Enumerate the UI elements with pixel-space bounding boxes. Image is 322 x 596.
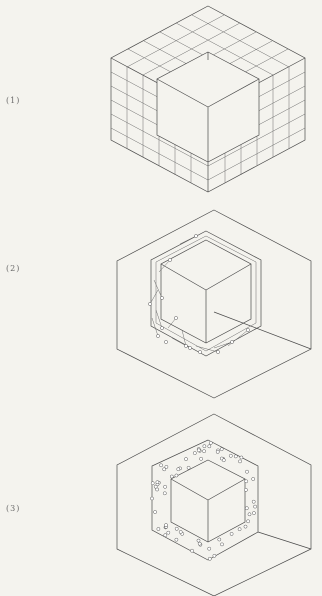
precipitate-particle xyxy=(157,527,160,530)
precipitate-particle xyxy=(203,450,206,453)
precipitate-particle xyxy=(164,524,167,527)
precipitate-particle xyxy=(252,500,255,503)
precipitate-particle xyxy=(238,460,241,463)
precipitate-particle xyxy=(208,445,211,448)
precipitate-particle xyxy=(197,449,200,452)
precipitate-particle xyxy=(230,532,233,535)
precipitate-particle xyxy=(167,531,170,534)
precipitate-particle xyxy=(175,474,178,477)
precipitate-particle xyxy=(244,525,247,528)
lattice-frame-cube-diagram xyxy=(0,0,322,200)
precipitate-particle xyxy=(218,538,221,541)
precipitate-particle xyxy=(216,450,219,453)
precipitate-particle xyxy=(154,485,157,488)
precipitate-particle xyxy=(151,482,154,485)
precipitate-particle xyxy=(240,456,243,459)
precipitate-particle xyxy=(244,488,247,491)
precipitate-particle xyxy=(184,458,187,461)
precipitate-particle xyxy=(175,538,178,541)
panel-1: (1) xyxy=(0,0,322,200)
precipitate-particle xyxy=(179,530,182,533)
precipitate-shell-cube-diagram xyxy=(0,400,322,596)
precipitate-particle xyxy=(187,466,190,469)
precipitate-particle xyxy=(165,465,168,468)
precipitate-particle xyxy=(252,477,255,480)
precipitate-particle xyxy=(245,507,248,510)
precipitate-particle xyxy=(150,497,153,500)
precipitate-particle xyxy=(213,554,216,557)
precipitate-particle xyxy=(245,470,248,473)
precipitate-particle xyxy=(177,468,180,471)
precipitate-particle xyxy=(170,475,173,478)
precipitate-particle xyxy=(164,534,167,537)
panel-3: (3) xyxy=(0,400,322,596)
dislocation-network-cube-diagram xyxy=(0,200,322,400)
precipitate-particle xyxy=(220,448,223,451)
panel-2: (2) xyxy=(0,200,322,400)
precipitate-particle xyxy=(198,542,201,545)
precipitate-particle xyxy=(175,527,178,530)
precipitate-particle xyxy=(190,549,193,552)
precipitate-particle xyxy=(222,459,225,462)
precipitate-particle xyxy=(200,457,203,460)
precipitate-particle xyxy=(164,485,167,488)
precipitate-particle xyxy=(229,454,232,457)
precipitate-particle xyxy=(220,543,223,546)
precipitate-particle xyxy=(248,513,251,516)
precipitate-particle xyxy=(247,520,250,523)
precipitate-particle xyxy=(208,547,211,550)
precipitate-particle xyxy=(234,455,237,458)
precipitate-particle xyxy=(254,505,257,508)
precipitate-particle xyxy=(203,445,206,448)
precipitate-particle xyxy=(245,480,248,483)
precipitate-particle xyxy=(193,452,196,455)
precipitate-particle xyxy=(163,492,166,495)
precipitate-particle xyxy=(160,464,163,467)
precipitate-particle xyxy=(209,441,212,444)
precipitate-particle xyxy=(238,528,241,531)
precipitate-particle xyxy=(208,557,211,560)
precipitate-particle xyxy=(197,539,200,542)
precipitate-particle xyxy=(156,481,159,484)
precipitate-particle xyxy=(154,510,157,513)
precipitate-particle xyxy=(252,512,255,515)
